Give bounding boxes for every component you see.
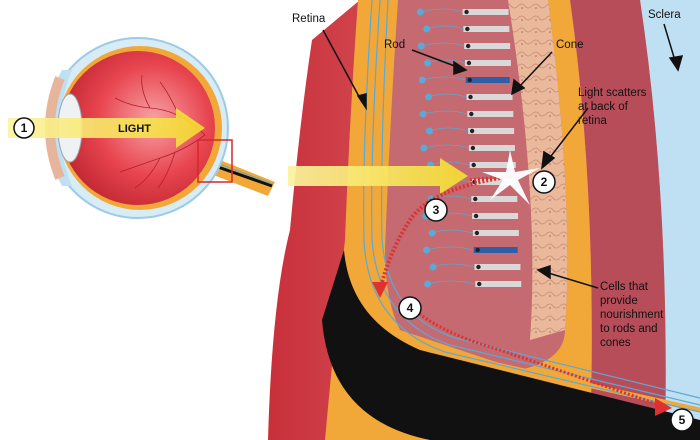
scatter-line-1: Light scatters: [578, 87, 647, 99]
scatter-caption: Light scatters at back of retina: [578, 87, 647, 127]
svg-text:1: 1: [21, 121, 28, 135]
rod-cell: [468, 128, 515, 134]
light-label: LIGHT: [118, 123, 151, 135]
receptor-nucleus: [471, 162, 476, 168]
receptor-fiber: [422, 110, 468, 115]
receptor-nucleus: [465, 26, 470, 32]
receptor-nucleus: [473, 196, 478, 202]
sclera-label: Sclera: [648, 9, 681, 21]
magnified-region-frame: [197, 139, 233, 183]
nerve-band-edge: [352, 249, 700, 413]
receptor-fiber: [432, 229, 473, 234]
receptor-fiber: [421, 42, 465, 47]
svg-text:2: 2: [541, 175, 548, 189]
eye-blood-vessels: [114, 74, 206, 189]
scatter-flash-icon: [482, 150, 540, 205]
eyeball-overview: LIGHT: [8, 37, 275, 219]
scatter-path-back: [378, 176, 501, 291]
receptor-nucleus: [469, 111, 474, 117]
rod-cell: [471, 196, 518, 202]
receptor-nucleus: [465, 43, 471, 49]
rod-cell: [463, 26, 510, 32]
scatter-arrowhead-down: [372, 282, 388, 298]
cells-line-5: cones: [600, 337, 631, 349]
scatter-line-3: retina: [578, 115, 607, 127]
rod-cell: [464, 60, 511, 66]
receptor-fiber: [427, 59, 466, 64]
svg-text:3: 3: [433, 203, 440, 217]
receptor-fiber: [432, 263, 475, 268]
receptor-fiber: [420, 8, 463, 13]
sclera-layer: [640, 0, 700, 440]
cells-line-1: Cells that: [600, 281, 649, 293]
scatter-line-2: at back of: [578, 101, 629, 113]
retina-label: Retina: [292, 13, 326, 25]
photoreceptor-cells: [416, 8, 522, 288]
svg-text:5: 5: [679, 413, 686, 427]
receptor-nucleus: [470, 145, 476, 151]
step-markers: 1 2 3 4 5: [13, 117, 694, 432]
rod-cell: [468, 145, 515, 151]
step-marker-4: 4: [398, 296, 422, 320]
light-path-arrow: [288, 158, 468, 194]
receptor-nucleus: [476, 264, 481, 270]
rod-cell: [474, 264, 521, 270]
axon-lines: [363, 0, 700, 413]
receptor-fiber: [430, 161, 470, 166]
receptor-fiber: [426, 25, 464, 30]
receptor-nucleus: [469, 128, 475, 134]
rpe-cell-layer: [508, 0, 568, 340]
rod-cell: [462, 9, 509, 15]
rod-cell: [472, 213, 519, 219]
cone-cell: [473, 247, 518, 253]
receptor-nucleus: [475, 247, 480, 253]
step-marker-2: 2: [532, 170, 556, 194]
rod-cell: [472, 230, 519, 236]
incoming-light-arrow: [8, 108, 205, 148]
step-marker-5: 5: [670, 408, 694, 432]
cells-line-3: nourishment: [600, 309, 664, 321]
receptor-fiber: [427, 280, 476, 285]
receptor-fiber: [428, 93, 467, 98]
rod-cell: [467, 111, 514, 117]
rod-label: Rod: [384, 39, 405, 51]
step-marker-3: 3: [424, 198, 448, 222]
cells-line-2: provide: [600, 295, 638, 307]
cone-label: Cone: [556, 39, 584, 51]
receptor-fiber: [422, 76, 466, 81]
rod-cell: [475, 281, 522, 287]
receptor-nucleus: [477, 281, 482, 287]
signal-arrowhead: [655, 398, 672, 416]
receptor-nucleus: [474, 230, 480, 236]
receptor-nucleus: [466, 60, 472, 66]
receptor-nucleus: [468, 94, 473, 100]
step-marker-1: 1: [13, 117, 35, 139]
nerve-fiber-band: [322, 250, 700, 440]
svg-text:4: 4: [407, 301, 414, 315]
rod-cell: [466, 94, 513, 100]
receptor-fiber: [429, 127, 469, 132]
cone-cell: [465, 77, 510, 83]
cells-caption: Cells that provide nourishment to rods a…: [600, 281, 664, 349]
cells-line-4: to rods and: [600, 323, 658, 335]
rod-cell: [470, 179, 517, 185]
receptor-fiber: [423, 144, 470, 149]
rod-cell: [469, 162, 516, 168]
retina-cross-section: [268, 0, 700, 440]
choroid-layer: [570, 0, 666, 440]
annotation-arrows: [322, 23, 684, 289]
receptor-nucleus: [464, 9, 469, 15]
receptor-nucleus: [473, 213, 479, 219]
rod-cell: [464, 43, 511, 49]
receptor-nucleus: [467, 77, 472, 83]
receptor-fiber: [426, 246, 474, 251]
